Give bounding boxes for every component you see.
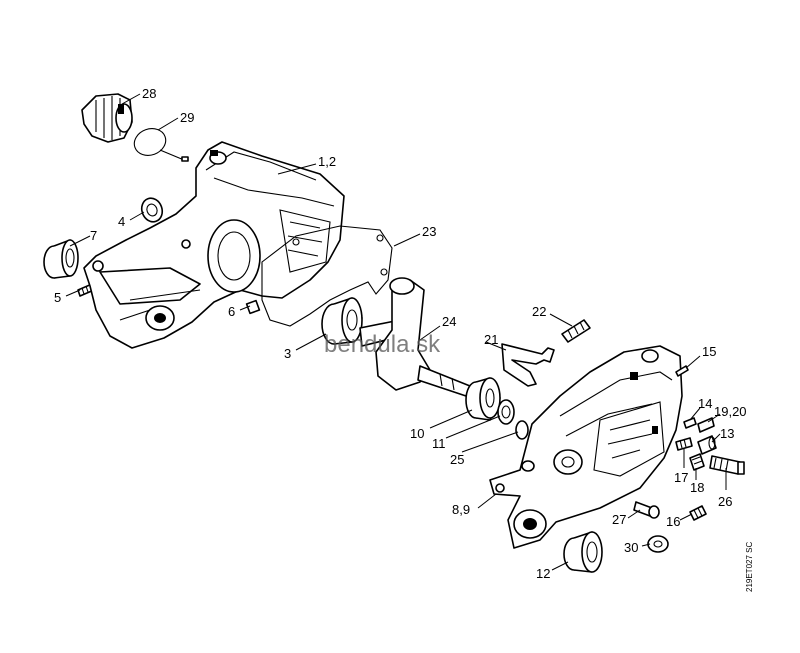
leader-lines [65,93,727,571]
part-27-bolt [633,501,660,519]
callout-7: 7 [90,228,97,243]
callout-24: 24 [442,314,456,329]
callout-8-9: 8,9 [452,502,470,517]
callout-3: 3 [284,346,291,361]
part-12-bearing-housing [563,531,603,573]
part-3-bearing [321,297,363,345]
callout-26: 26 [718,494,732,509]
callout-25: 25 [450,452,464,467]
part-19-20-pin [697,417,715,433]
callout-6: 6 [228,304,235,319]
callout-28: 28 [142,86,156,101]
part-13-fitting [697,435,717,455]
part-21-rod [501,343,555,387]
callout-13: 13 [720,426,734,441]
part-4-seal [140,197,164,223]
callout-16: 16 [666,514,680,529]
callout-29: 29 [180,110,194,125]
callout-19-20: 19,20 [714,404,747,419]
part-10-bearing [465,377,501,421]
part-8-9-right-crankcase [489,345,683,549]
callout-30: 30 [624,540,638,555]
part-15-screw [675,365,689,377]
part-26-stud [709,455,745,475]
reference-code: 219ET027 SC [745,542,754,592]
callout-11: 11 [432,436,446,451]
callout-23: 23 [422,224,436,239]
callout-4: 4 [118,214,125,229]
part-7-bearing-housing [43,239,79,279]
callout-14: 14 [698,396,712,411]
callout-12: 12 [536,566,550,581]
part-28-oil-pump [81,93,133,143]
callout-15: 15 [702,344,716,359]
callout-10: 10 [410,426,424,441]
callout-27: 27 [612,512,626,527]
callout-17: 17 [674,470,688,485]
part-30-plug [647,535,669,553]
callout-1-2: 1,2 [318,154,336,169]
part-22-stud [561,319,591,343]
part-16-spring [689,505,707,521]
part-1-2-left-crankcase [83,141,345,349]
part-24-crankshaft [359,277,471,397]
part-11-seal [497,399,515,425]
callout-21: 21 [484,332,498,347]
callout-5: 5 [54,290,61,305]
callout-22: 22 [532,304,546,319]
part-17-spring [675,437,693,451]
part-29-o-ring [133,128,189,162]
callout-labels: 28 29 1,2 4 7 23 5 6 22 3 24 21 15 14 19… [54,86,747,581]
part-25-ring [515,420,529,440]
watermark-text: bendula.sk [324,331,441,358]
part-18-spring [689,453,705,471]
part-23-gasket [261,225,393,327]
part-6-plug [245,299,261,315]
callout-18: 18 [690,480,704,495]
